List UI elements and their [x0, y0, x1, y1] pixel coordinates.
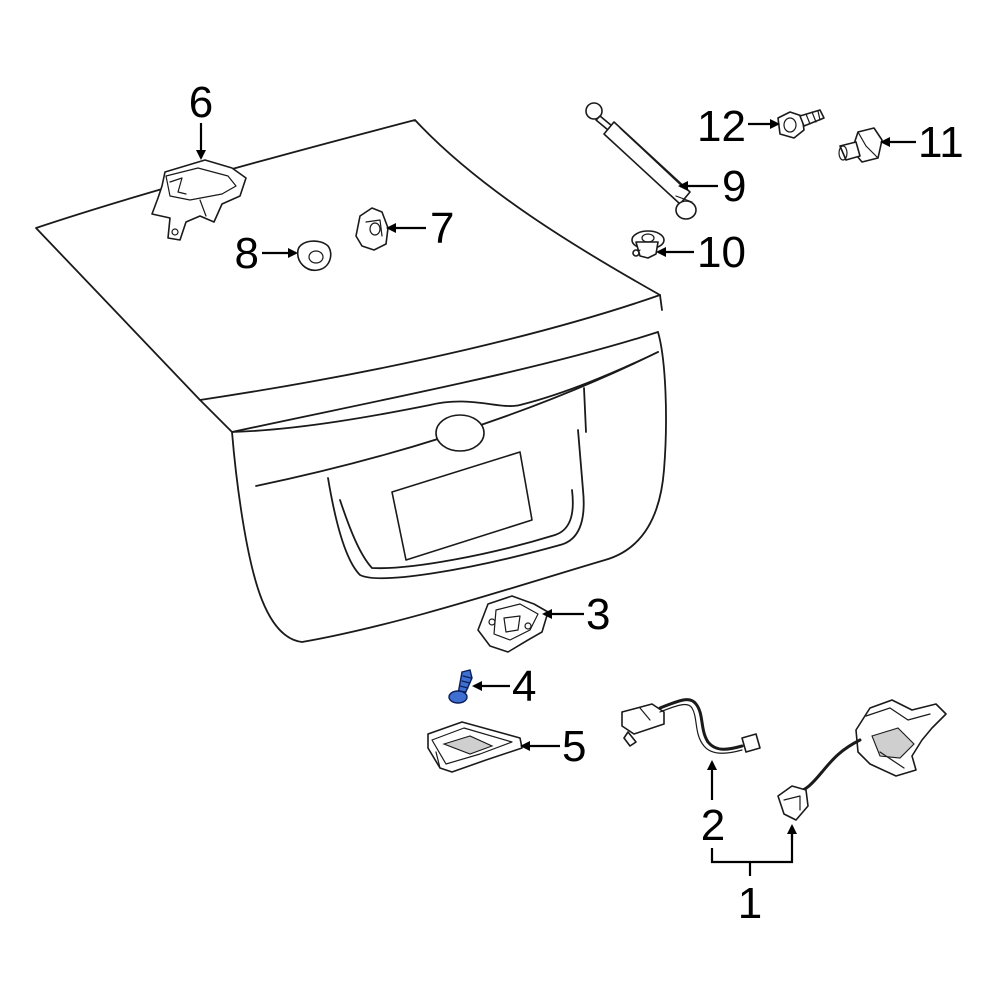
part-4-screw-highlighted: [448, 669, 473, 704]
part-12-bolt: [777, 109, 825, 139]
callout-5-label: 5: [562, 722, 586, 771]
part-9-gas-strut: [585, 102, 697, 220]
callout-2-label: 2: [701, 801, 725, 850]
part-2-harness: [621, 698, 761, 754]
callout-10: 10: [656, 228, 746, 277]
callout-3: 3: [542, 590, 610, 639]
callout-1-bracket: [710, 834, 794, 864]
trunk-lid: [35, 119, 667, 643]
callout-1: 1: [710, 824, 797, 928]
callout-4-label: 4: [512, 662, 536, 711]
callout-11-label: 11: [918, 118, 964, 167]
part-10-push-clip: [631, 230, 665, 259]
callout-9: 9: [678, 162, 746, 211]
part-3-striker: [477, 595, 549, 653]
callout-12: 12: [697, 102, 780, 151]
part-1-lock-assembly: [777, 699, 947, 821]
callout-12-label: 12: [697, 102, 746, 151]
callout-1-label: 1: [738, 879, 762, 928]
part-6-latch-actuator: [151, 159, 247, 241]
callout-7: 7: [386, 204, 454, 253]
license-plate-area: [391, 451, 533, 561]
callout-10-label: 10: [697, 228, 746, 277]
callout-7-label: 7: [430, 204, 454, 253]
callout-8: 8: [235, 229, 298, 278]
callout-9-label: 9: [722, 162, 746, 211]
part-11-stopper: [838, 127, 883, 163]
callout-8-label: 8: [235, 229, 259, 278]
emblem: [435, 414, 485, 452]
callout-11: 11: [880, 118, 964, 167]
part-7-clip: [355, 207, 389, 251]
callout-6-label: 6: [189, 78, 213, 127]
part-8-grommet: [296, 240, 332, 272]
part-5-housing: [427, 721, 523, 773]
callout-6: 6: [189, 78, 213, 160]
callout-5: 5: [520, 722, 586, 771]
callout-4: 4: [472, 662, 536, 711]
callout-2: 2: [701, 760, 725, 850]
callout-3-label: 3: [586, 590, 610, 639]
